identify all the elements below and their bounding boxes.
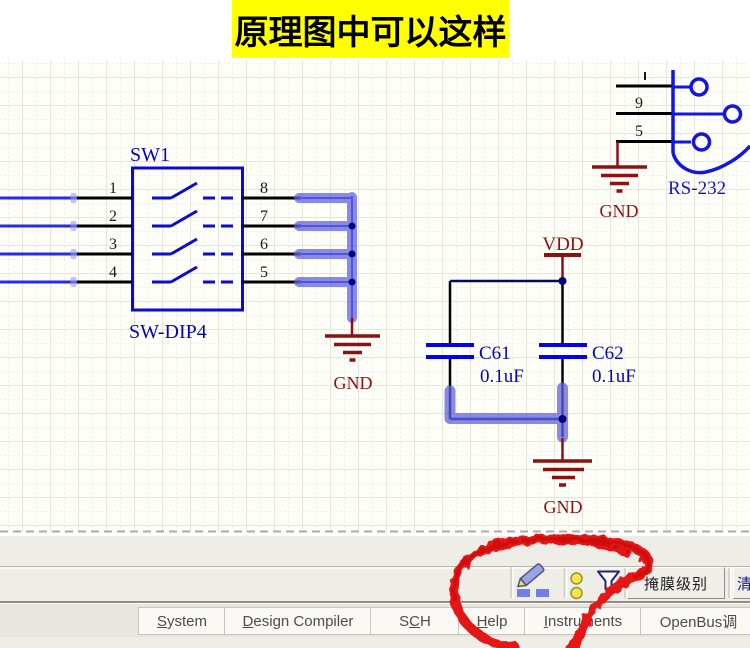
sw1-left-wires[interactable]: [0, 193, 132, 287]
clear-button-label: 清: [737, 573, 750, 594]
svg-text:5: 5: [260, 264, 268, 281]
gnd-label[interactable]: GND: [544, 497, 583, 517]
net-tick-marks: [70, 193, 77, 287]
page-title: 原理图中可以这样: [234, 13, 507, 52]
value[interactable]: 0.1uF: [592, 366, 636, 387]
decoupling-caps-circuit[interactable]: VDD C61 0.1uF C62 0.1uF: [426, 234, 636, 517]
sw1-gnd-net[interactable]: GND: [294, 192, 380, 393]
tab-openbus[interactable]: OpenBus调: [640, 607, 750, 635]
connector-shell-curve: [671, 144, 750, 175]
capacitor-c62[interactable]: C62 0.1uF: [539, 343, 636, 387]
pin-wire: [77, 196, 132, 284]
svg-text:8: 8: [260, 180, 268, 197]
vdd-label[interactable]: VDD: [542, 234, 583, 255]
connector-body[interactable]: [671, 70, 750, 175]
sw1-right-pin-numbers: 8 7 6 5: [260, 180, 268, 281]
gnd-symbol[interactable]: [533, 459, 592, 487]
pin-circle: [689, 77, 709, 97]
pin-circle: [722, 104, 743, 124]
value[interactable]: 0.1uF: [480, 366, 524, 387]
cap-plates: [539, 343, 587, 359]
rs232-connector[interactable]: 9 5 GND RS-232: [592, 70, 750, 221]
svg-text:4: 4: [109, 264, 117, 281]
net-highlight: [294, 192, 357, 323]
svg-text:1: 1: [109, 180, 117, 197]
cap-drop-wires: [448, 281, 564, 437]
dip-switch-glyphs: [152, 181, 233, 284]
svg-text:9: 9: [635, 95, 643, 112]
svg-text:2: 2: [109, 208, 117, 225]
pin-wires: [616, 84, 672, 143]
pin-stubs: [673, 85, 723, 144]
filter-funnel-icon[interactable]: [597, 570, 620, 590]
gnd-label[interactable]: GND: [334, 373, 373, 393]
svg-text:6: 6: [260, 236, 268, 253]
svg-text:5: 5: [635, 123, 643, 140]
rs232-label[interactable]: RS-232: [668, 178, 726, 199]
sw1-left-pin-numbers: 1 2 3 4: [109, 180, 117, 281]
gnd-label[interactable]: GND: [600, 201, 639, 221]
pin-numbers: 9 5: [635, 95, 643, 140]
sw1-designator[interactable]: SW1: [130, 144, 170, 166]
sw1-component[interactable]: SW1 SW-DIP4 1 2: [0, 144, 301, 343]
pencil-highlight-icon[interactable]: [515, 563, 549, 597]
title-highlight: 原理图中可以这样: [232, 0, 509, 58]
pin-circle: [691, 132, 712, 152]
sw1-part-number[interactable]: SW-DIP4: [129, 321, 207, 343]
junction-dots: [348, 222, 356, 286]
mask-level-button[interactable]: 掩膜级别: [627, 567, 725, 599]
sheet-grid: [0, 60, 750, 532]
clear-button-partial[interactable]: 清: [733, 567, 750, 599]
gnd-symbol[interactable]: [325, 334, 380, 362]
svg-text:7: 7: [260, 208, 268, 225]
designator[interactable]: C61: [479, 343, 511, 364]
designator[interactable]: C62: [592, 343, 624, 364]
svg-text:3: 3: [109, 236, 117, 253]
sw1-right-wires[interactable]: [242, 196, 301, 284]
cap-plates: [426, 343, 474, 359]
gnd-symbol[interactable]: [592, 165, 647, 193]
mask-level-label: 掩膜级别: [643, 575, 708, 593]
panel-divider: [0, 566, 750, 569]
net-highlight: [444, 382, 568, 443]
sw1-body[interactable]: [131, 166, 244, 312]
two-dots-icon[interactable]: [570, 572, 583, 600]
wire: [0, 196, 77, 284]
pin-wire: [242, 196, 301, 284]
capacitor-c61[interactable]: C61 0.1uF: [426, 343, 524, 387]
junction-dots: [558, 277, 567, 423]
schematic-canvas[interactable]: SW1 SW-DIP4 1 2: [0, 0, 750, 536]
panel-separator-line: [0, 601, 750, 604]
